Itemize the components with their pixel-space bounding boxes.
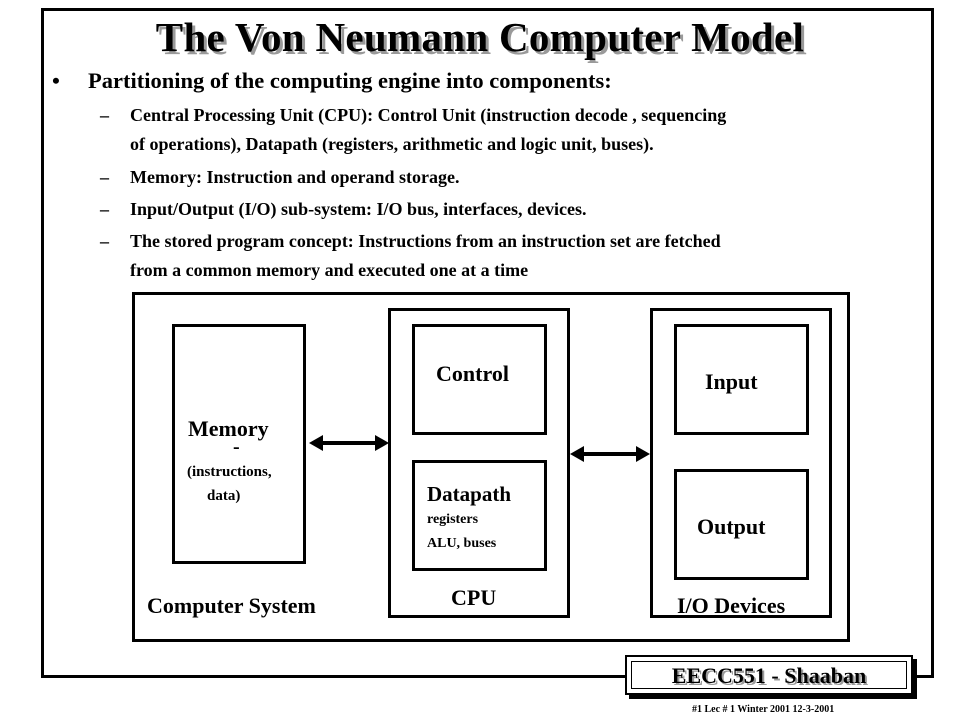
input-label: Input bbox=[705, 369, 758, 394]
datapath-sublabel: ALU, buses bbox=[427, 536, 497, 551]
memory-sublabel: (instructions, bbox=[187, 464, 272, 480]
control-label: Control bbox=[436, 361, 509, 386]
sub-bullet-line: Input/Output (I/O) sub-system: I/O bus, … bbox=[130, 199, 587, 219]
lecture-footer-note: #1 Lec # 1 Winter 2001 12-3-2001 bbox=[692, 704, 835, 715]
dash-marker: – bbox=[100, 105, 109, 125]
memory-box bbox=[172, 324, 306, 564]
cpu-label: CPU bbox=[451, 585, 497, 610]
memory-label: Memory bbox=[188, 416, 269, 441]
computer-system-label: Computer System bbox=[147, 593, 316, 618]
io-devices-label: I/O Devices bbox=[677, 593, 786, 618]
computer-system-diagram bbox=[132, 292, 850, 642]
main-bullet: • Partitioning of the computing engine in… bbox=[52, 66, 612, 96]
course-badge: EECC551 - Shaaban bbox=[625, 655, 913, 695]
sub-bullet-line: Central Processing Unit (CPU): Control U… bbox=[130, 105, 727, 125]
control-box bbox=[412, 324, 547, 435]
sub-bullet-line: Memory: Instruction and operand storage. bbox=[130, 167, 460, 187]
course-badge-text: EECC551 - Shaaban bbox=[631, 661, 907, 689]
main-bullet-text: Partitioning of the computing engine int… bbox=[88, 68, 612, 93]
bullet-marker: • bbox=[52, 68, 60, 93]
dash-marker: – bbox=[100, 199, 109, 219]
slide-frame bbox=[41, 8, 934, 678]
sub-bullet-line: of operations), Datapath (registers, ari… bbox=[130, 134, 654, 154]
slide-title: The Von Neumann Computer Model bbox=[155, 14, 805, 60]
cpu-io-arrow-icon bbox=[570, 446, 650, 462]
sub-bullet-line: The stored program concept: Instructions… bbox=[130, 231, 721, 251]
sub-bullet-line: from a common memory and executed one at… bbox=[130, 260, 529, 280]
memory-sublabel: data) bbox=[207, 488, 241, 504]
memory-cpu-arrow-icon bbox=[309, 435, 389, 451]
datapath-sublabel: registers bbox=[427, 512, 479, 527]
input-box bbox=[674, 324, 809, 435]
memory-mark: - bbox=[233, 436, 240, 458]
dash-marker: – bbox=[100, 231, 109, 251]
output-box bbox=[674, 469, 809, 580]
datapath-label: Datapath bbox=[427, 482, 512, 506]
dash-marker: – bbox=[100, 167, 109, 187]
output-label: Output bbox=[697, 514, 766, 539]
datapath-box bbox=[412, 460, 547, 571]
